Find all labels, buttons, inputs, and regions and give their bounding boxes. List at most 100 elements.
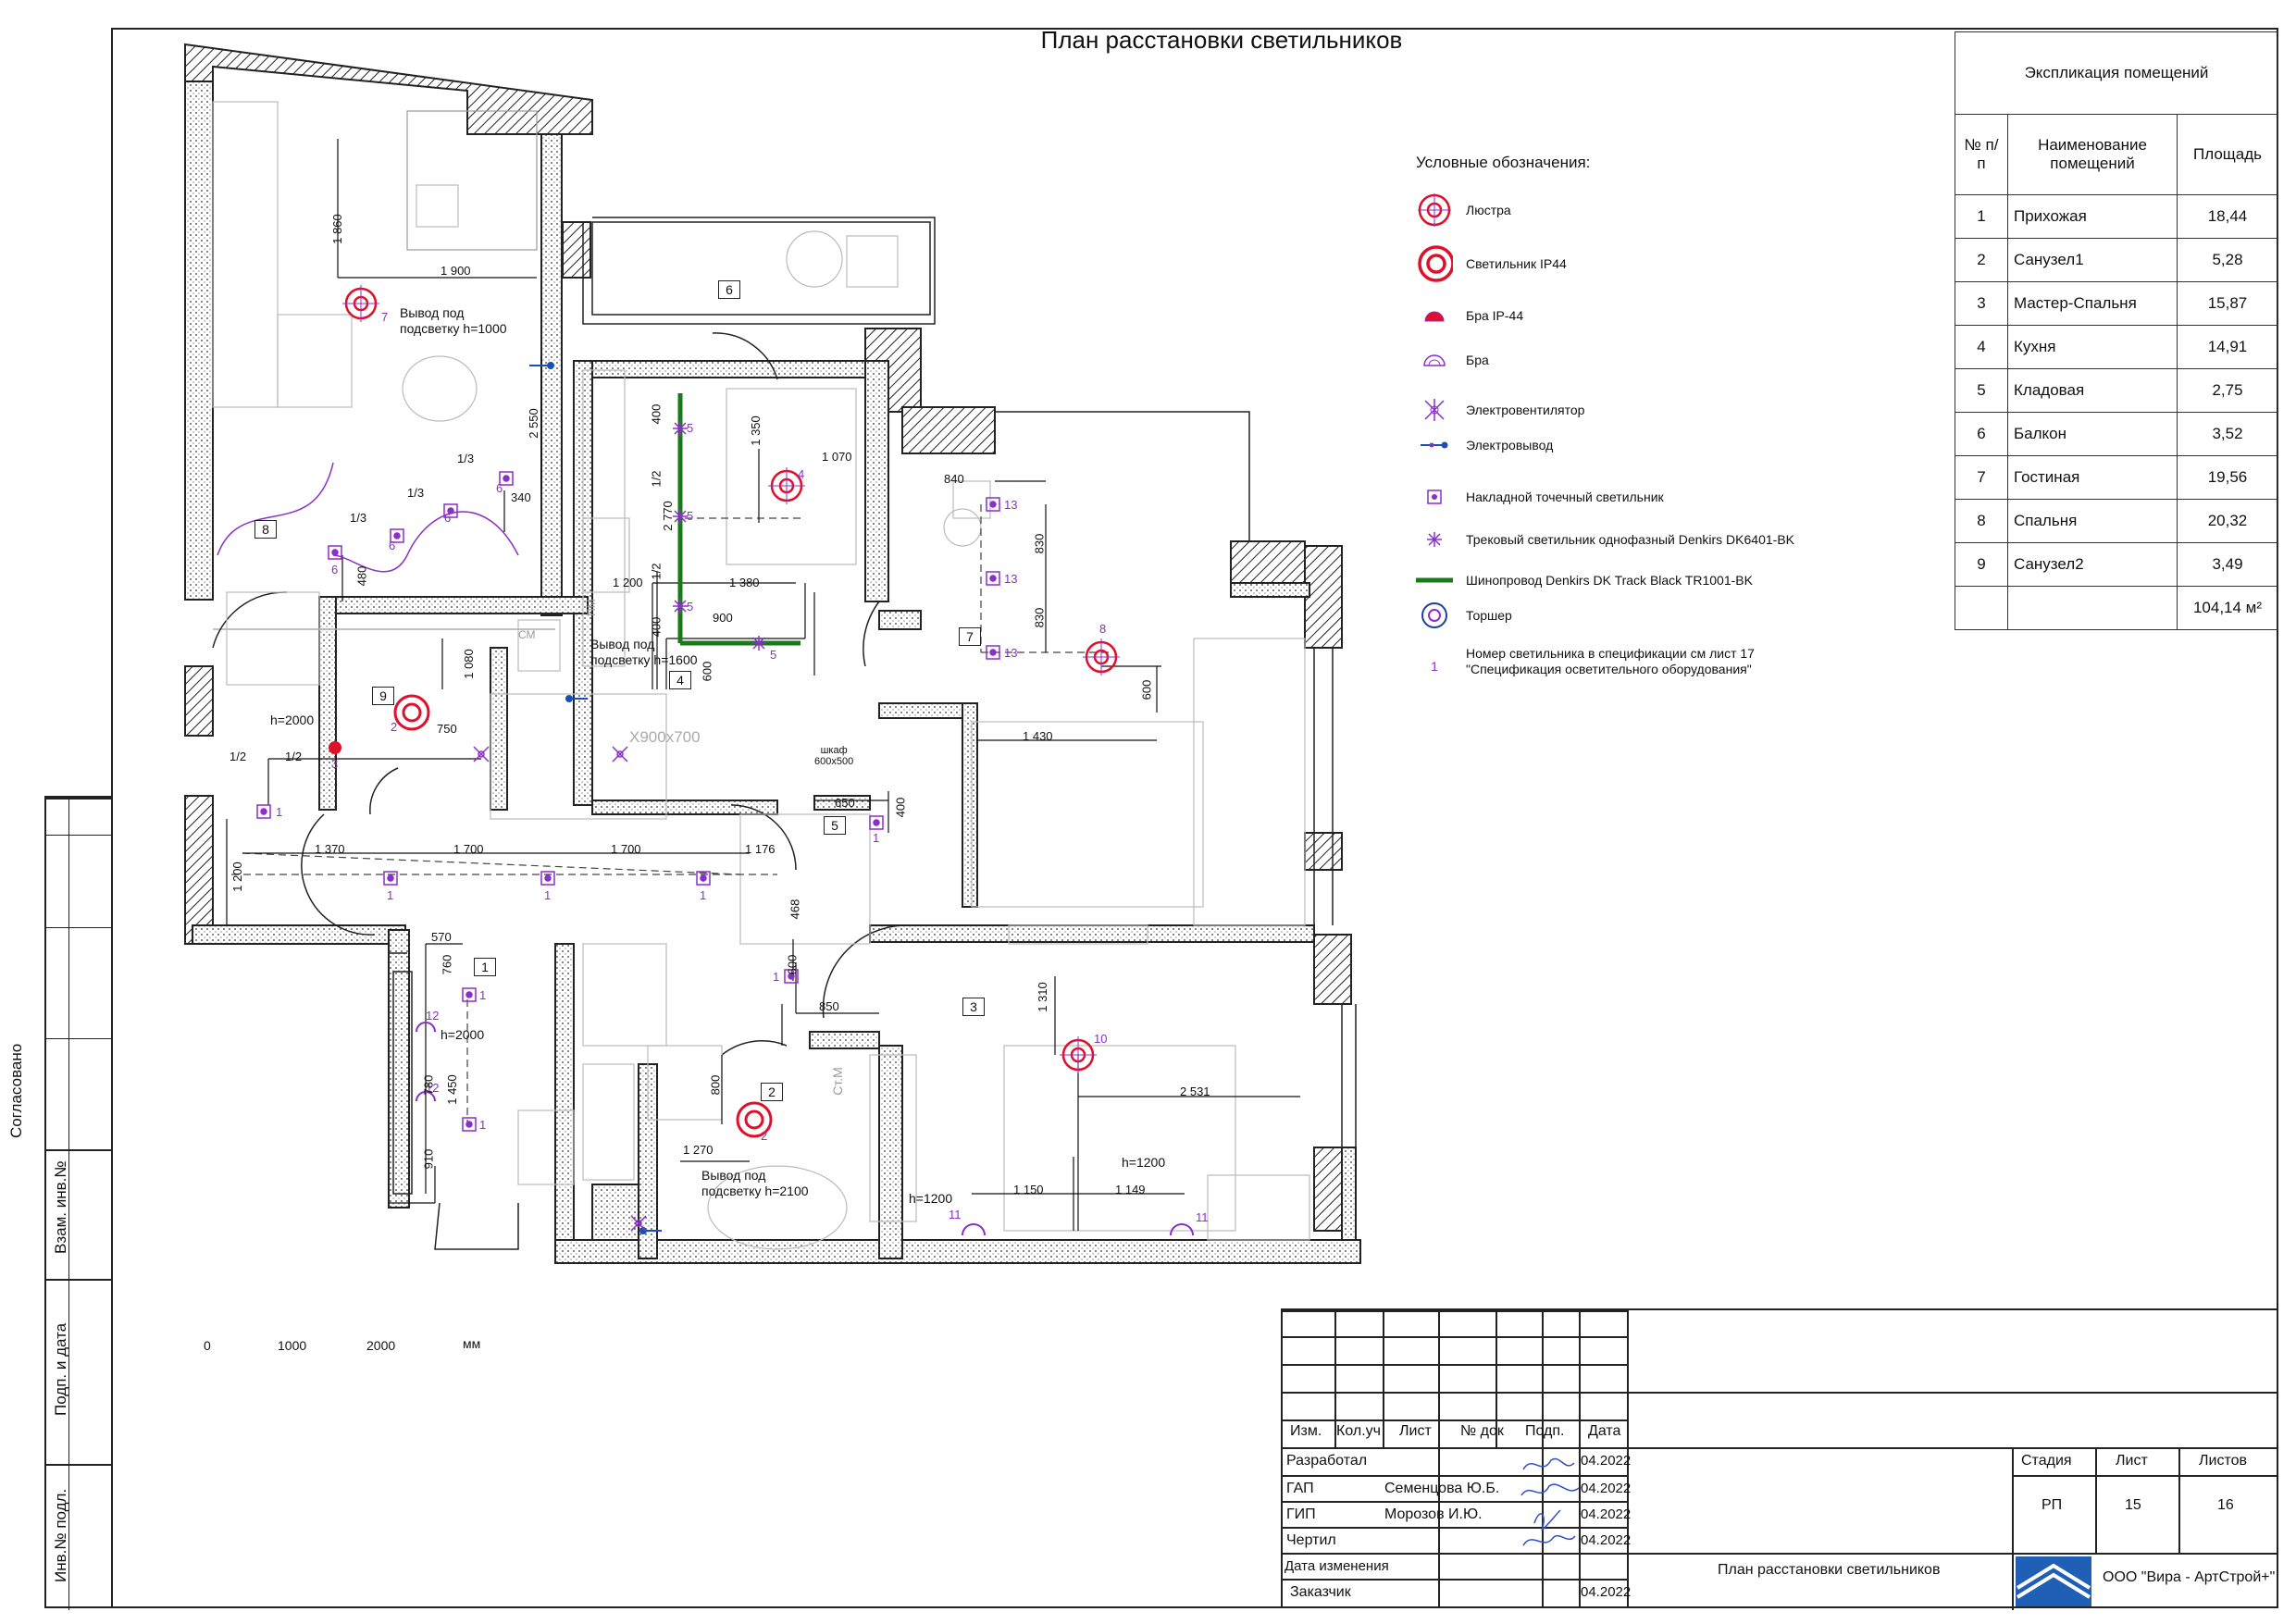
company-logo [2016,1556,2091,1606]
note-height: h=1200 [909,1191,953,1206]
dim-label: 780 [421,1074,436,1096]
furniture [212,101,1310,1250]
dim-label: 468 [788,899,802,920]
lamp-number: 8 [1099,622,1107,636]
wall-left-b [184,665,214,737]
note-wardrobe: шкаф 600x500 [814,745,854,767]
wall-col-d [1230,540,1306,589]
tb-company: ООО "Вира - АртСтрой+" [2103,1569,2276,1585]
wall-right-d [1304,832,1343,871]
chandelier-cross [342,285,1120,1073]
dim-label: 840 [944,472,964,486]
tb-date: 04.2022 [1581,1584,1632,1600]
tb-date: 04.2022 [1581,1481,1632,1496]
tb-role: Чертил [1286,1532,1336,1548]
tb-stage-val: 15 [2125,1497,2141,1513]
legend-item: Светильник IP44 [1416,245,1567,282]
lamp-number: 10 [1094,1032,1108,1046]
col-header: № п/п [1955,114,2008,195]
lamp-number: 13 [1004,572,1018,586]
dim-label: 600 [1139,679,1154,700]
legend-item: Шинопровод Denkirs DK Track Black TR1001… [1416,566,1753,594]
ip44-lights [393,694,773,1138]
lamp-number: 1 [479,988,487,1002]
dim-label: 480 [354,565,369,587]
legend-item: 1 Номер светильника в спецификации см ли… [1416,646,1755,687]
dim-label: 760 [440,954,454,975]
track-6-curve [217,462,334,556]
dim-label: 1 080 [461,649,476,679]
chandelier-icon [1416,193,1453,227]
floor-lamp-icon [1416,601,1453,629]
tb-head: Подп. [1525,1423,1565,1439]
wall-light-icon [1416,346,1453,374]
lamp-number: 6 [331,563,339,576]
lamp-number: 13 [1004,498,1018,512]
dim-label: 2 770 [660,501,675,531]
tb-date: 04.2022 [1581,1506,1632,1522]
dim-label: 600 [700,661,714,682]
walls [184,43,1357,1264]
wall-light-ip44 [329,741,341,754]
note-shower: X900x700 [629,728,701,746]
chandeliers [344,287,1118,1072]
room-tag: 6 [718,280,740,299]
explication-table: Экспликация помещений № п/п Наименование… [1955,31,2278,630]
tb-head: Дата [1588,1423,1621,1439]
track-spots [673,421,766,651]
scale-tick: 1000 [278,1338,307,1353]
note-outlet-1600: Вывод под подсветку h=1600 [590,637,698,667]
dim-label: 900 [713,611,733,625]
lamp-number: 1 [773,970,780,984]
dim-label: 1/2 [285,750,303,763]
lamp-number: 1 [544,888,552,902]
dim-label: 2 531 [1180,1085,1210,1098]
room-tag: 4 [669,671,691,689]
dim-label: 400 [649,403,664,425]
tb-date: 04.2022 [1581,1532,1632,1548]
inner-walls [192,360,1361,1264]
legend-item: Электровентилятор [1416,396,1584,424]
tb-role: Заказчик [1290,1584,1351,1600]
room-tag: 1 [474,958,496,976]
dim-label: 1 350 [748,415,763,446]
lamp-number: 11 [949,1208,962,1221]
lamp-number: 1 [276,805,283,819]
lamp-number: 1 [700,888,707,902]
dim-label: 650 [835,796,855,810]
wall-left-outer [184,81,214,601]
tb-stage-head: Листов [2199,1453,2247,1469]
dim-label: 1 150 [1013,1183,1044,1196]
legend-item: Накладной точечный светильник [1416,483,1664,511]
dim-label: 750 [437,722,457,736]
scale-unit: мм [463,1336,481,1351]
tb-head: № док [1460,1423,1504,1439]
tb-role: ГИП [1286,1506,1316,1522]
dim-label: 1 700 [611,842,641,856]
legend-item: Трековый светильник однофазный Denkirs D… [1416,526,1794,553]
note-height: h=2000 [270,713,315,727]
floor-plan [184,43,1361,1264]
wall-col-c [901,406,996,454]
lamp-number: 7 [381,310,389,324]
note-sm: СМ [518,628,536,641]
lamp-number: 3 [331,757,339,771]
dim-label: 1 430 [1023,729,1053,743]
dim-label: 1 070 [822,450,852,464]
tb-stage-head: Стадия [2021,1453,2072,1469]
ip44-light-icon [1416,245,1453,282]
scale-tick: 2000 [366,1338,396,1353]
lamp-number: 5 [687,421,694,435]
tb-date: 04.2022 [1581,1453,1632,1469]
scale-tick: 0 [204,1338,211,1353]
title-block: Изм. Кол.уч Лист № док Подп. Дата Разраб… [1281,1308,2278,1610]
dim-label: 400 [893,797,908,818]
dim-label: 830 [1032,607,1047,628]
lamp-number: 6 [496,481,503,495]
explication-title: Экспликация помещений [1955,31,2278,115]
dim-label: 850 [819,999,839,1013]
